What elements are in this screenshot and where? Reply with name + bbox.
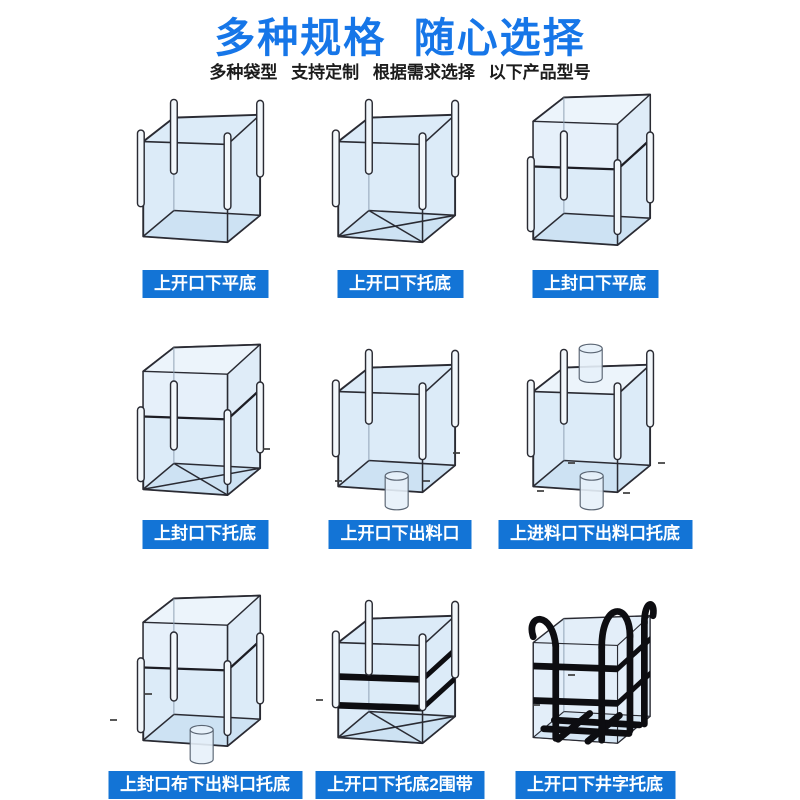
product-cell: 上开口下井字托底 — [500, 587, 690, 799]
bag-grid-strap-support-illustration — [528, 600, 657, 745]
dash-mark — [623, 492, 630, 494]
product-cell: 上进料口下出料口托底 — [498, 336, 692, 549]
product-cell: 上封口布下出料口托底 — [108, 587, 302, 799]
bag-top-inlet-bottom-spout-illustration — [526, 343, 654, 511]
product-label: 上封口布下出料口托底 — [108, 770, 302, 799]
dash-mark — [110, 719, 117, 721]
bag-open-top-two-belts-illustration — [331, 599, 459, 744]
dash-mark — [568, 462, 575, 464]
dash-mark — [453, 452, 460, 454]
product-cell: 上封口下平底 — [500, 86, 690, 299]
product-cell: 上开口下出料口 — [305, 336, 495, 549]
bag-sealed-top-bottom-spout-illustration — [136, 594, 264, 764]
product-label: 上开口下出料口 — [328, 520, 472, 549]
product-label: 上开口下井字托底 — [515, 770, 675, 799]
product-label: 上封口下平底 — [532, 270, 658, 299]
bag-open-top-bottom-spout-illustration — [331, 348, 459, 511]
bag-open-top-flat-bottom-illustration — [136, 98, 264, 244]
product-cell: 上开口下托底 — [305, 86, 495, 299]
bag-sealed-top-cross-bottom-illustration — [136, 343, 264, 497]
product-cell: 上封口下托底 — [110, 336, 300, 549]
page-subtitle: 多种袋型 支持定制 根据需求选择 以下产品型号 — [209, 63, 591, 82]
dash-mark — [316, 699, 323, 701]
page-title: 多种规格 随心选择 — [214, 15, 586, 61]
dash-mark — [533, 704, 540, 706]
dash-mark — [568, 674, 575, 676]
dash-mark — [423, 480, 430, 482]
dash-mark — [263, 448, 270, 450]
product-cell: 上开口下托底2围带 — [305, 587, 495, 799]
bag-sealed-top-flat-bottom-illustration — [526, 93, 654, 246]
bag-open-top-cross-bottom-illustration — [331, 98, 459, 244]
dash-mark — [537, 490, 544, 492]
product-label: 上开口下平底 — [142, 270, 268, 299]
product-label: 上开口下托底2围带 — [315, 770, 485, 799]
product-label: 上封口下托底 — [142, 520, 268, 549]
dash-mark — [658, 462, 665, 464]
product-grid: 上开口下平底 上开口下托底 — [108, 86, 693, 799]
product-label: 上开口下托底 — [337, 270, 463, 299]
dash-mark — [145, 693, 152, 695]
product-cell: 上开口下平底 — [110, 86, 300, 299]
product-label: 上进料口下出料口托底 — [498, 520, 692, 549]
dash-mark — [335, 480, 342, 482]
